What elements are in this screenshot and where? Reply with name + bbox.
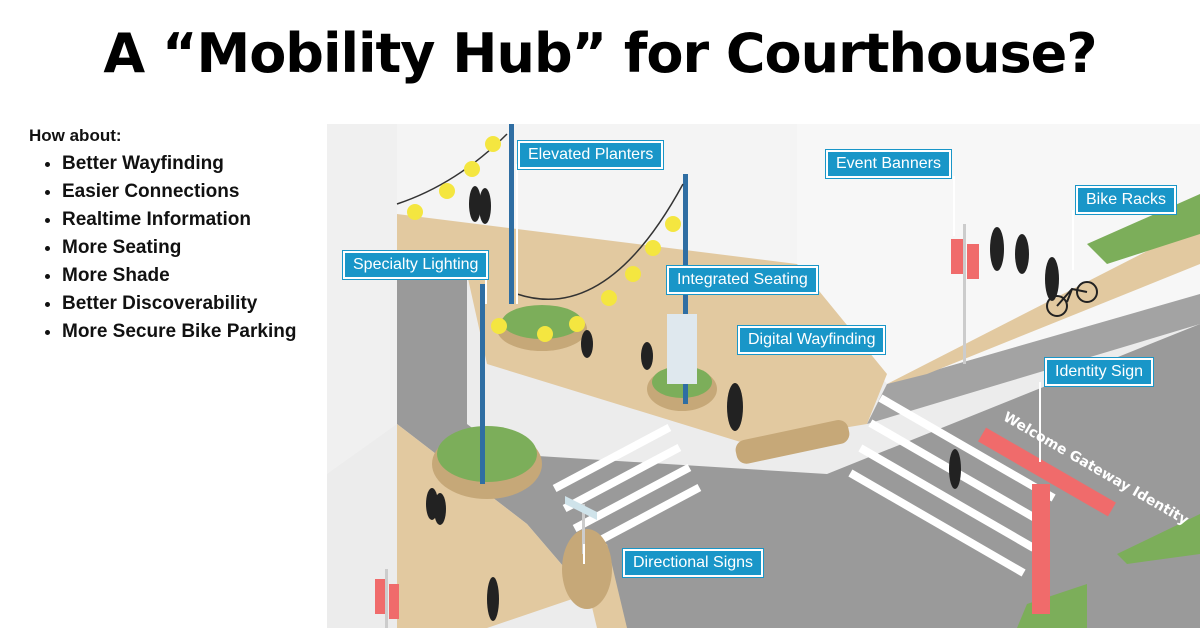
- label-identity-sign: Identity Sign: [1045, 358, 1154, 386]
- directional-sign-post: [582, 504, 585, 554]
- label-digital-wayfinding: Digital Wayfinding: [738, 326, 886, 354]
- list-item: More Secure Bike Parking: [62, 320, 296, 348]
- improvement-list: Better Wayfinding Easier Connections Rea…: [40, 152, 296, 348]
- label-specialty-lighting: Specialty Lighting: [343, 251, 489, 279]
- pedestrians: [426, 186, 1059, 621]
- list-item: Realtime Information: [62, 208, 296, 236]
- list-item: More Seating: [62, 236, 296, 264]
- list-item: Easier Connections: [62, 180, 296, 208]
- label-directional-signs: Directional Signs: [623, 549, 764, 577]
- string-lights: [407, 136, 681, 342]
- digital-kiosk: [667, 314, 697, 384]
- event-banner: [951, 239, 963, 274]
- bicycle: [1046, 281, 1098, 317]
- page-title: A “Mobility Hub” for Courthouse?: [103, 22, 1097, 85]
- mobility-hub-illustration: Welcome Gateway Identity Elevated Plante…: [327, 124, 1200, 628]
- list-item: Better Wayfinding: [62, 152, 296, 180]
- label-elevated-planters: Elevated Planters: [518, 141, 664, 169]
- intro-text: How about:: [29, 126, 122, 145]
- label-integrated-seating: Integrated Seating: [667, 266, 818, 294]
- list-item: More Shade: [62, 264, 296, 292]
- label-bike-racks: Bike Racks: [1076, 186, 1177, 214]
- crosswalk-left: [552, 423, 702, 553]
- list-item: Better Discoverability: [62, 292, 296, 320]
- lamp-pole: [509, 124, 514, 304]
- label-event-banners: Event Banners: [826, 150, 951, 178]
